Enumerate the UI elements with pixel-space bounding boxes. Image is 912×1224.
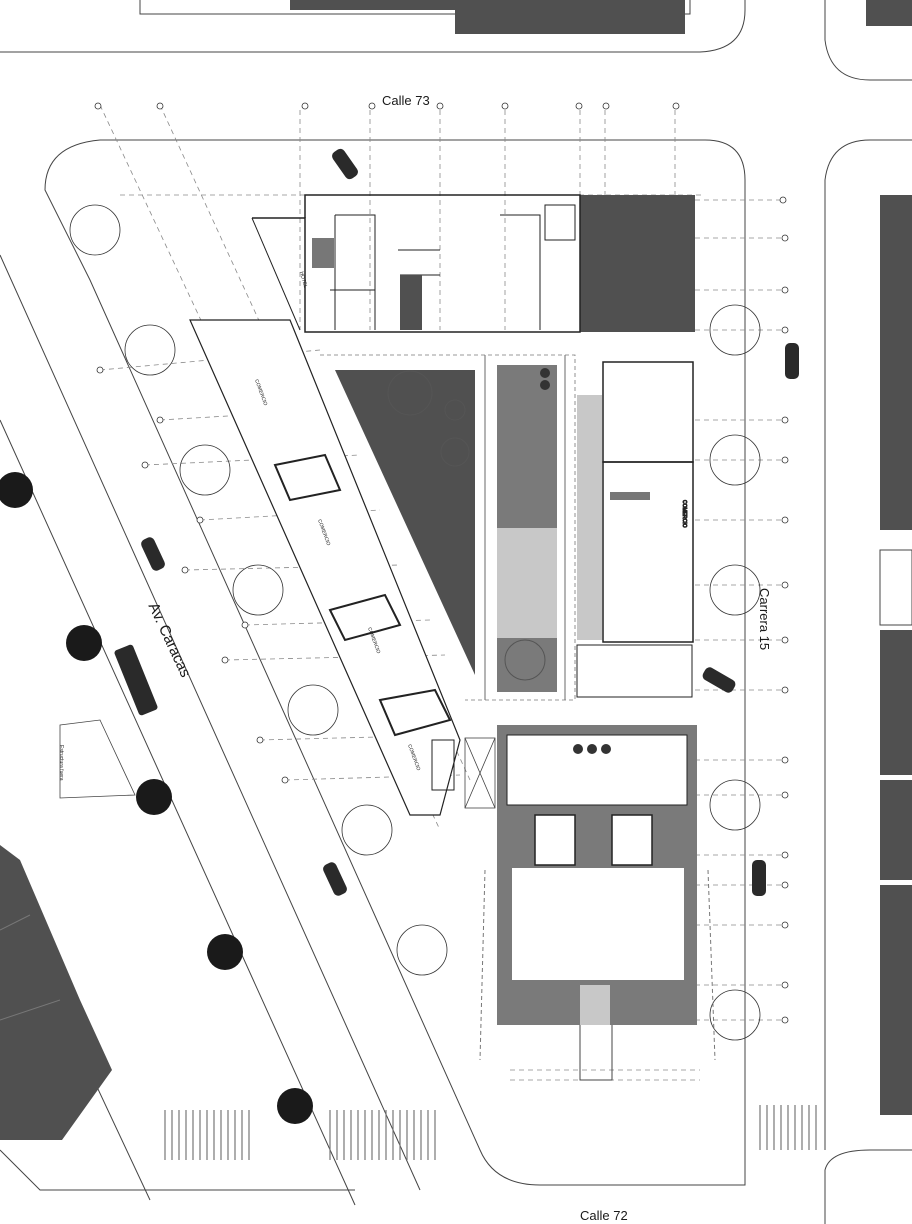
neighbour-buildings <box>0 195 912 1140</box>
crosswalks <box>164 1105 817 1160</box>
south-tower <box>479 725 716 1081</box>
street-label-north: Calle 73 <box>382 93 430 108</box>
vehicles <box>114 148 799 896</box>
west-commercial-strip: COMERCIO COMERCIO COMERCIO COMERCIO Estr… <box>58 319 461 816</box>
estructura-label: Estructura fuera <box>58 745 64 781</box>
grid-markers <box>94 102 789 1024</box>
connector <box>464 737 496 809</box>
northern-block <box>0 0 912 81</box>
street-label-east: Carrera 15 <box>757 588 772 651</box>
plaza-areas <box>320 354 576 701</box>
comercio-label-5: COMERCIO <box>681 500 687 528</box>
east-commercial-building: COMERCIO <box>576 361 694 698</box>
hotel-label: HOTEL <box>298 271 308 289</box>
kerb-lines <box>0 139 912 1224</box>
busway-stations <box>0 472 313 1124</box>
street-trees <box>69 204 761 1041</box>
street-label-south: Calle 72 <box>580 1208 628 1223</box>
north-building: HOTEL <box>251 194 695 333</box>
